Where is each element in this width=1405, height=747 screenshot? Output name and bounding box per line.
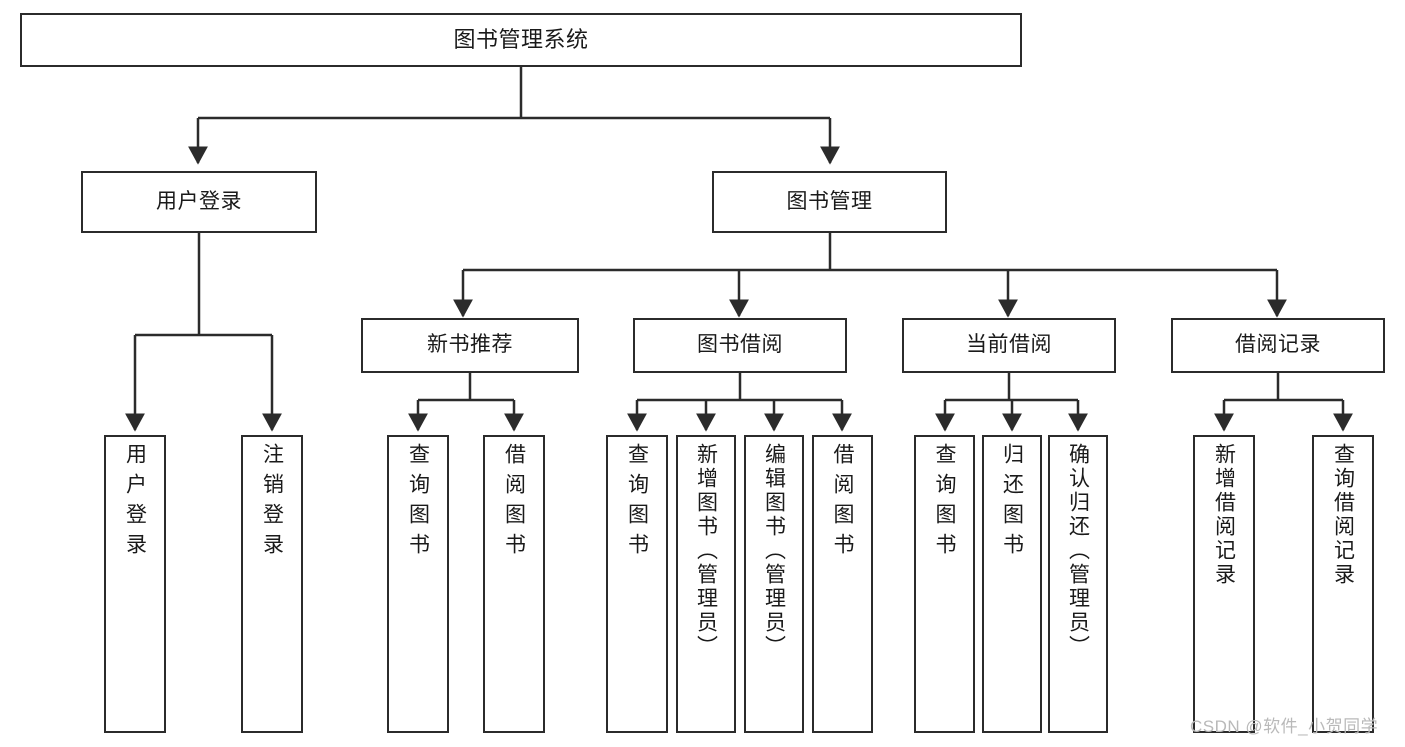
leaf-book-borrow-edit-book-admin[interactable]: 编辑图书（管理员） xyxy=(744,435,804,733)
csdn-watermark: CSDN @软件_小贺同学 xyxy=(1190,717,1379,736)
node-label: 编辑图书（管理员） xyxy=(762,443,786,659)
node-label: 图书管理系统 xyxy=(453,27,589,53)
node-label: 新增借阅记录 xyxy=(1212,443,1236,587)
node-label: 当前借阅 xyxy=(966,333,1052,357)
node-user-login[interactable]: 用户登录 xyxy=(81,171,317,233)
leaf-book-borrow-borrow-book[interactable]: 借阅图书 xyxy=(812,435,873,733)
leaf-new-book-borrow-book[interactable]: 借阅图书 xyxy=(483,435,545,733)
node-label: 确认归还（管理员） xyxy=(1066,443,1090,659)
node-book-management[interactable]: 图书管理 xyxy=(712,171,947,233)
node-label: 借阅图书 xyxy=(831,443,854,563)
node-label: 归还图书 xyxy=(1000,443,1024,563)
node-current-borrow[interactable]: 当前借阅 xyxy=(902,318,1116,373)
leaf-current-borrow-confirm-return-admin[interactable]: 确认归还（管理员） xyxy=(1048,435,1108,733)
node-label: 借阅记录 xyxy=(1235,333,1321,357)
node-label: 查询图书 xyxy=(406,443,430,563)
leaf-user-login-login[interactable]: 用户登录 xyxy=(104,435,166,733)
leaf-book-borrow-add-book-admin[interactable]: 新增图书（管理员） xyxy=(676,435,736,733)
node-label: 新书推荐 xyxy=(427,333,513,357)
leaf-borrow-record-add-record[interactable]: 新增借阅记录 xyxy=(1193,435,1255,733)
node-label: 新增图书（管理员） xyxy=(694,443,718,659)
node-root-book-management-system[interactable]: 图书管理系统 xyxy=(20,13,1022,67)
leaf-current-borrow-query-book[interactable]: 查询图书 xyxy=(914,435,975,733)
leaf-new-book-query-book[interactable]: 查询图书 xyxy=(387,435,449,733)
node-label: 图书借阅 xyxy=(697,333,783,357)
node-label: 查询图书 xyxy=(625,443,649,563)
leaf-borrow-record-query-record[interactable]: 查询借阅记录 xyxy=(1312,435,1374,733)
leaf-user-login-logout[interactable]: 注销登录 xyxy=(241,435,303,733)
node-label: 用户登录 xyxy=(123,443,147,563)
node-borrow-record[interactable]: 借阅记录 xyxy=(1171,318,1385,373)
node-book-borrow[interactable]: 图书借阅 xyxy=(633,318,847,373)
node-label: 用户登录 xyxy=(156,189,242,213)
leaf-book-borrow-query-book[interactable]: 查询图书 xyxy=(606,435,668,733)
node-label: 查询图书 xyxy=(933,443,956,563)
node-label: 借阅图书 xyxy=(502,443,526,563)
node-label: 查询借阅记录 xyxy=(1331,443,1355,587)
node-new-book-recommend[interactable]: 新书推荐 xyxy=(361,318,579,373)
node-label: 注销登录 xyxy=(260,443,284,563)
leaf-current-borrow-return-book[interactable]: 归还图书 xyxy=(982,435,1042,733)
node-label: 图书管理 xyxy=(786,189,873,213)
